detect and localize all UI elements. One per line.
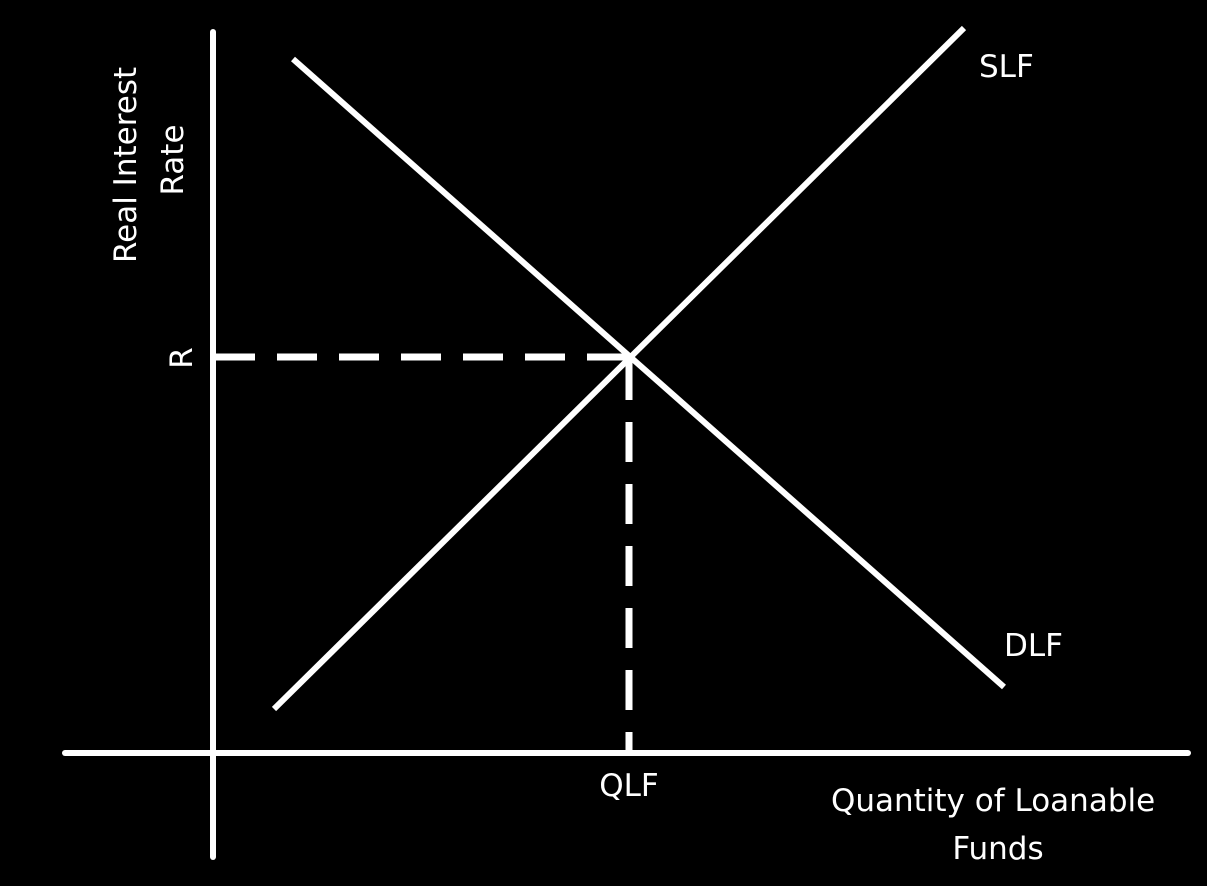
y-axis-label-line1: Real Interest bbox=[108, 67, 144, 263]
equilibrium-quantity-label: QLF bbox=[599, 768, 659, 804]
demand-curve bbox=[291, 56, 1006, 690]
demand-curve-label: DLF bbox=[1004, 628, 1063, 664]
supply-curve-label: SLF bbox=[979, 49, 1034, 85]
x-axis-label-line2: Funds bbox=[952, 831, 1043, 867]
y-axis-label: Real Interest Rate bbox=[108, 57, 191, 263]
x-axis-label-line1: Quantity of Loanable bbox=[831, 783, 1155, 819]
x-axis-label: Quantity of Loanable Funds bbox=[831, 783, 1165, 867]
y-axis-label-line2: Rate bbox=[155, 124, 191, 195]
equilibrium-rate-label: R bbox=[164, 347, 200, 369]
supply-curve bbox=[271, 25, 967, 712]
